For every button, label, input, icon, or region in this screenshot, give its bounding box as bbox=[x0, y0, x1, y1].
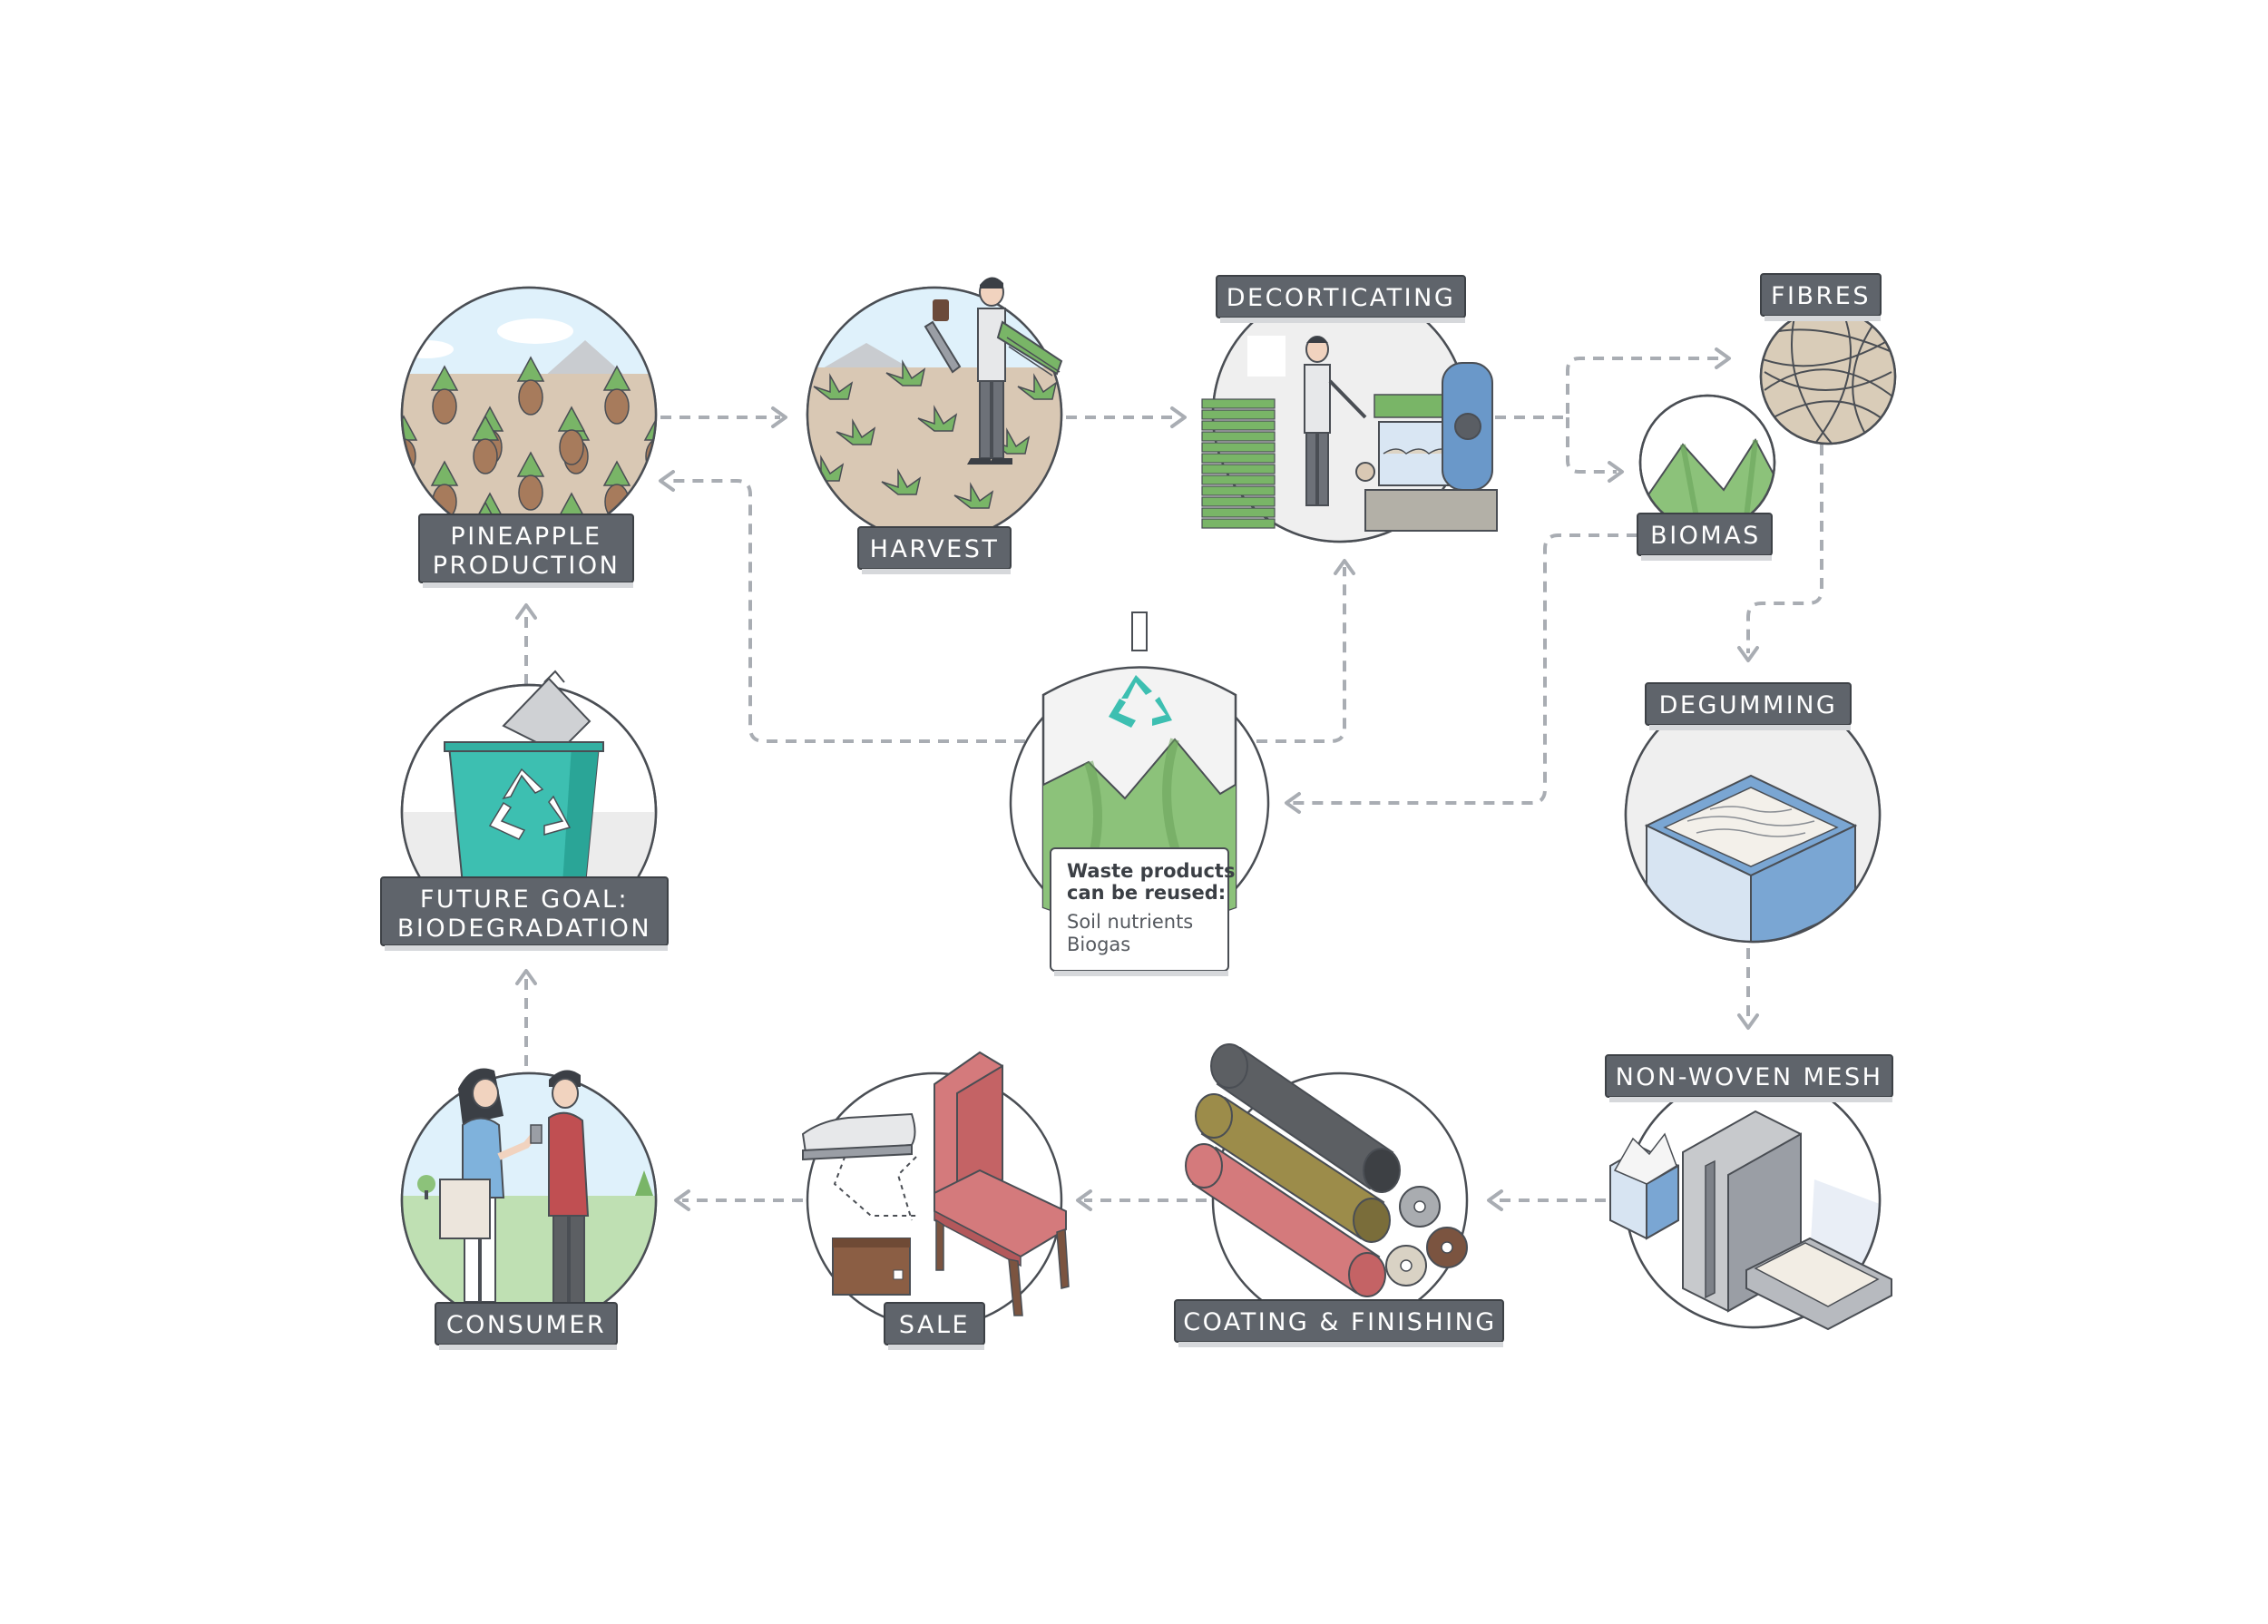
recycle-icon bbox=[1109, 675, 1172, 728]
farmer-harvest-icon bbox=[807, 288, 1061, 542]
recycle-icon bbox=[488, 768, 572, 840]
step-future-goal: FUTURE GOAL: BIODEGRADATION bbox=[380, 670, 669, 951]
step-coating-finishing: COATING & FINISHING bbox=[1174, 1043, 1504, 1347]
label-coating-finishing: COATING & FINISHING bbox=[1183, 1308, 1496, 1336]
label-biomas: BIOMAS bbox=[1650, 522, 1761, 550]
degumming-tank-icon bbox=[1626, 690, 1880, 942]
step-consumer: CONSUMER bbox=[400, 1068, 658, 1350]
arrow-biomas-to-digester bbox=[1293, 533, 1637, 805]
label-decorticating: DECORTICATING bbox=[1227, 284, 1456, 312]
farmer-icon bbox=[924, 277, 1063, 465]
recycle-bin-icon bbox=[444, 670, 604, 885]
flow-arrows bbox=[515, 347, 1823, 1211]
note-item-soil-nutrients: Soil nutrients bbox=[1067, 911, 1193, 933]
step-harvest: HARVEST bbox=[806, 277, 1063, 574]
arrow-fibres-to-degumming bbox=[1746, 445, 1823, 653]
step-pineapple-production: PINEAPPLE PRODUCTION bbox=[400, 286, 658, 588]
biogas-digester: Waste products can be reused: Soil nutri… bbox=[1009, 611, 1270, 976]
label-sale: SALE bbox=[899, 1311, 970, 1339]
label-pineapple-line2: PRODUCTION bbox=[433, 552, 621, 580]
label-degumming: DEGUMMING bbox=[1659, 691, 1838, 719]
arrow-decorticating-split bbox=[1495, 357, 1724, 419]
step-biomas: BIOMAS bbox=[1637, 394, 1776, 561]
label-future-goal-line2: BIODEGRADATION bbox=[397, 915, 651, 943]
arrow-digester-to-decorticating bbox=[1256, 567, 1346, 743]
step-fibres: FIBRES bbox=[1759, 273, 1897, 445]
chair-shoe-bag-icon bbox=[801, 1051, 1070, 1316]
arrow-digester-to-pineapple bbox=[667, 479, 1025, 743]
non-woven-press-icon bbox=[1609, 1110, 1892, 1331]
note-item-biogas: Biogas bbox=[1067, 934, 1130, 955]
fibres-icon bbox=[1761, 309, 1895, 444]
label-non-woven-mesh: NON-WOVEN MESH bbox=[1616, 1063, 1883, 1091]
step-non-woven-mesh: NON-WOVEN MESH bbox=[1605, 1054, 1893, 1331]
step-degumming: DEGUMMING bbox=[1624, 682, 1882, 944]
consumers-icon bbox=[439, 1068, 590, 1307]
label-future-goal-line1: FUTURE GOAL: bbox=[420, 885, 629, 914]
step-decorticating: DECORTICATING bbox=[1201, 275, 1498, 543]
label-harvest: HARVEST bbox=[870, 535, 1000, 563]
fabric-rolls-icon bbox=[1185, 1043, 1468, 1297]
note-heading-line1: Waste products bbox=[1067, 860, 1235, 882]
label-consumer: CONSUMER bbox=[446, 1311, 606, 1339]
step-sale: SALE bbox=[801, 1051, 1070, 1350]
label-fibres: FIBRES bbox=[1771, 282, 1871, 310]
label-pineapple-line1: PINEAPPLE bbox=[450, 523, 601, 551]
note-heading-line2: can be reused: bbox=[1067, 882, 1226, 904]
